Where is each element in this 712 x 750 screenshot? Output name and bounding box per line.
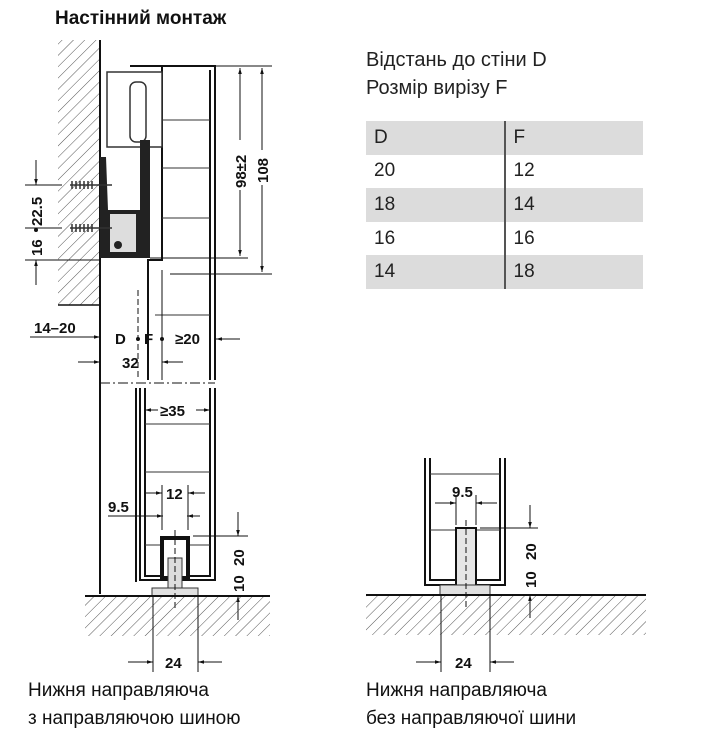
dim-9-5-right: 9.5: [452, 484, 473, 501]
cell-d: 16: [374, 227, 396, 249]
floor-hatch-right: [366, 595, 646, 635]
caption-left-line1: Нижня направляюча: [28, 680, 209, 701]
dim-ge20: ≥20: [175, 331, 200, 348]
dim-14-20: 14–20: [34, 320, 76, 337]
legend: Відстань до стіни D Розмір вирізу F: [366, 46, 547, 102]
dim-10-right: 10: [523, 571, 540, 588]
header-d: D: [366, 121, 505, 155]
dim-10: 10: [231, 575, 248, 592]
table-header-row: D F: [366, 121, 643, 155]
header-f: F: [503, 121, 643, 155]
dim-12: 12: [166, 486, 183, 503]
cell-d: 14: [366, 255, 505, 289]
cell-f: 18: [503, 255, 643, 289]
floor-hatch: [85, 596, 270, 636]
dim-20: 20: [231, 549, 248, 566]
caption-left-line2: з направляючою шиною: [28, 708, 241, 729]
dim-9-5: 9.5: [108, 499, 129, 516]
cell-f: 14: [503, 188, 643, 222]
caption-left: Нижня направляюча з направляючою шиною: [28, 677, 241, 733]
guide-base-right: [439, 584, 491, 596]
screws: [70, 181, 112, 232]
cell-f: 12: [503, 154, 643, 189]
legend-f: Розмір вирізу F: [366, 77, 508, 99]
wall-hatch: [58, 40, 100, 305]
roller-wheel: [129, 81, 147, 143]
dim-20-right: 20: [523, 543, 540, 560]
dim-24-right: 24: [455, 655, 472, 672]
dim-108: 108: [255, 158, 272, 183]
dim-ge35: ≥35: [160, 403, 185, 420]
cell-f: 16: [503, 221, 643, 256]
page-title: Настінний монтаж: [55, 8, 227, 29]
dim-98: 98±2: [233, 155, 250, 188]
dim-22-5: 22.5: [29, 197, 46, 226]
legend-d: Відстань до стіни D: [366, 49, 547, 71]
dim-24: 24: [165, 655, 182, 672]
caption-right-line1: Нижня направляюча: [366, 680, 547, 701]
cell-d: 18: [366, 188, 505, 222]
caption-right-line2: без направляючої шини: [366, 708, 577, 729]
dim-D: D: [115, 331, 126, 348]
cell-d: 20: [374, 160, 396, 182]
dim-32: 32: [122, 355, 139, 372]
right-diagram: 9.5 20 10 24: [366, 458, 646, 672]
left-diagram: 98±2 108 22.5 16 14–20 D F ≥20 32: [25, 40, 272, 672]
dim-16: 16: [29, 239, 46, 256]
dim-F: F: [144, 331, 153, 348]
caption-right: Нижня направляюча без направляючої шини: [366, 677, 576, 733]
